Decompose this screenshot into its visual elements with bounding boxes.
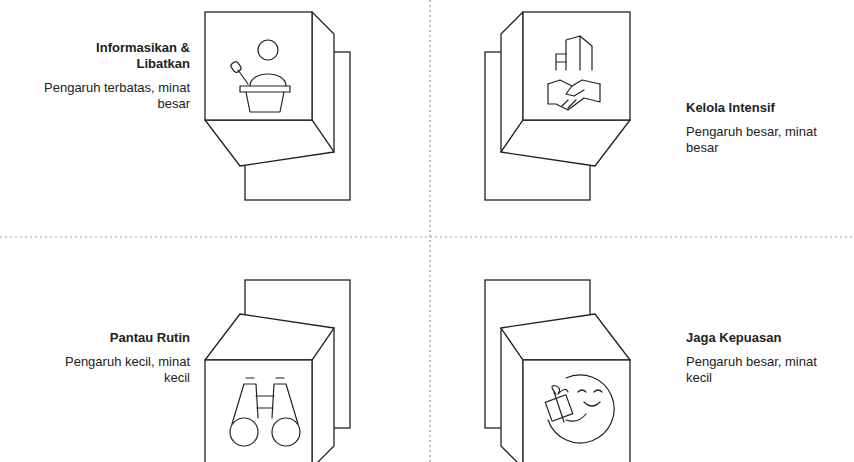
quadrant-description: Pengaruh besar, minat besar [686, 124, 836, 156]
quadrant-description: Pengaruh terbatas, minat besar [40, 80, 190, 112]
speaker-icon [230, 40, 290, 112]
quadrant-label: Informasikan & LibatkanPengaruh terbatas… [40, 40, 190, 112]
quadrant-label: Kelola IntensifPengaruh besar, minat bes… [686, 100, 836, 156]
binoculars-icon [230, 378, 300, 446]
quadrant-title: Kelola Intensif [686, 100, 836, 116]
handshake-icon [548, 36, 600, 110]
cube-bottom-right [485, 280, 630, 462]
quadrant-label: Pantau RutinPengaruh kecil, minat kecil [40, 330, 190, 386]
smiley-gift-icon [545, 375, 614, 443]
cube-top-right [485, 12, 630, 200]
quadrant-title: Jaga Kepuasan [686, 330, 836, 346]
quadrant-title: Pantau Rutin [40, 330, 190, 346]
quadrant-title: Informasikan & Libatkan [40, 40, 190, 72]
quadrant-description: Pengaruh besar, minat kecil [686, 354, 836, 386]
quadrant-label: Jaga KepuasanPengaruh besar, minat kecil [686, 330, 836, 386]
quadrant-description: Pengaruh kecil, minat kecil [40, 354, 190, 386]
cube-bottom-left [205, 280, 350, 462]
cube-top-left [205, 12, 350, 200]
